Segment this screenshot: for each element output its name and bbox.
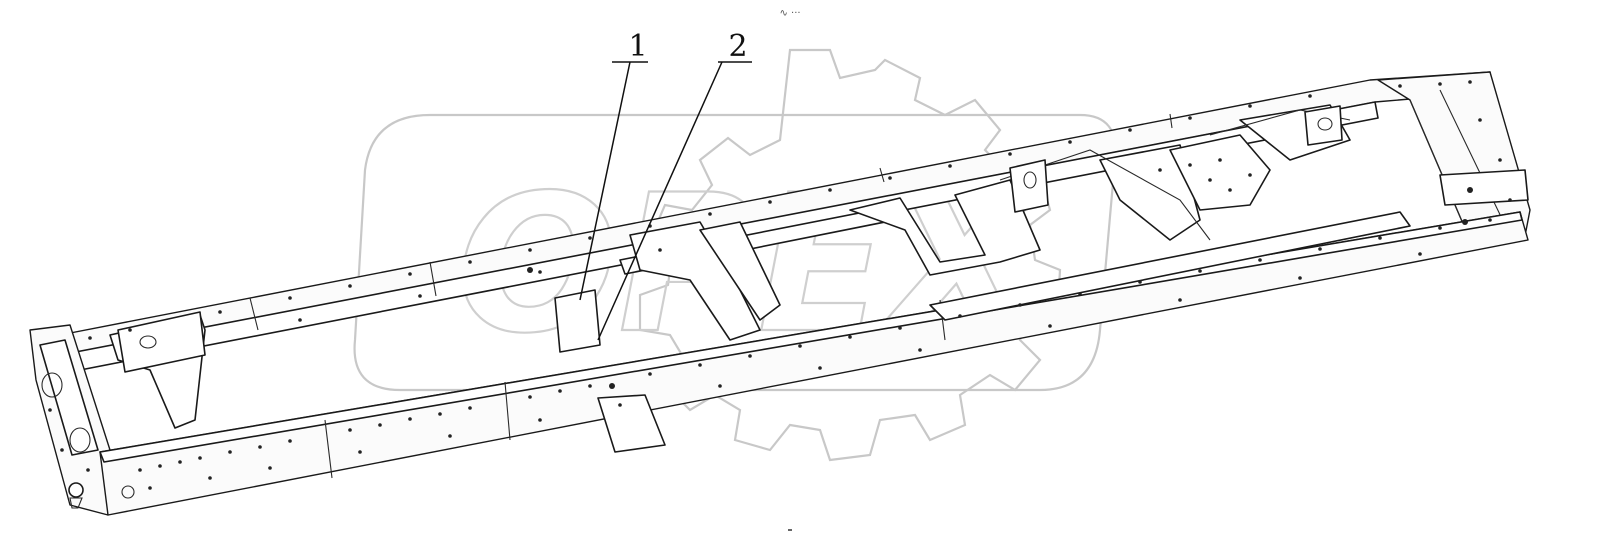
rear-crossmember [1377, 71, 1531, 241]
callout-2-label: 2 [728, 29, 747, 64]
callout-1-leader [579, 61, 631, 301]
callout-1-label: 1 [628, 29, 647, 64]
rivet-holes [48, 80, 1512, 490]
callout-1: 1 [579, 29, 648, 301]
front-crossmember [29, 324, 111, 516]
front-tow-fitting [68, 482, 135, 509]
mounting-brackets [117, 105, 1343, 453]
callout-2-leader [597, 61, 723, 341]
header-mark: ∿ ··· [779, 8, 800, 19]
crossmembers [109, 104, 1351, 429]
callout-2: 2 [597, 29, 752, 341]
